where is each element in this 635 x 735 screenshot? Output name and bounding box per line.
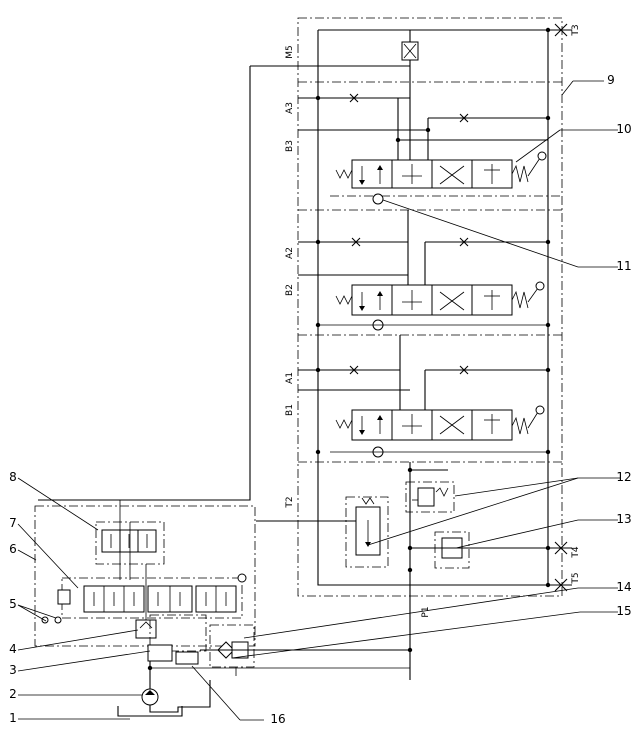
port-label-b1: B1 xyxy=(285,404,295,416)
relief-valve-12b xyxy=(345,496,389,568)
leader-lines xyxy=(17,80,620,721)
callout-3: 3 xyxy=(9,663,17,677)
port-label-a3: A3 xyxy=(285,102,295,114)
port-label-t5: T5 xyxy=(571,572,581,584)
port-label-t2: T2 xyxy=(285,496,295,508)
callout-6: 6 xyxy=(9,542,17,556)
pilot-valve-8 xyxy=(101,529,157,553)
port-label-t3: T3 xyxy=(571,24,581,36)
callout-4: 4 xyxy=(9,642,17,656)
orifice-a3 xyxy=(349,93,359,103)
callout-7: 7 xyxy=(9,516,17,530)
orifice-b2 xyxy=(459,237,469,247)
directional-valve-2 xyxy=(335,281,545,316)
gauge-return-line xyxy=(38,66,251,501)
port-label-a1: A1 xyxy=(285,372,295,384)
orifice-b1 xyxy=(459,365,469,375)
callout-14: 14 xyxy=(616,580,631,594)
relief-valve-4 xyxy=(135,619,157,639)
filter-3 xyxy=(147,644,199,665)
junction-dots xyxy=(147,27,551,671)
callout-12: 12 xyxy=(616,470,631,484)
pilot-valves-7 xyxy=(83,585,237,613)
directional-valve-1 xyxy=(335,405,545,441)
port-label-a2: A2 xyxy=(285,247,295,259)
pump-2 xyxy=(141,688,159,706)
port-label-b3: B3 xyxy=(285,140,295,152)
port-label-t4: T4 xyxy=(571,546,581,558)
callout-10: 10 xyxy=(616,122,631,136)
main-valve-block-outline xyxy=(297,17,563,597)
callout-9: 9 xyxy=(607,73,615,87)
callout-8: 8 xyxy=(9,470,17,484)
callout-5: 5 xyxy=(9,597,17,611)
callout-15: 15 xyxy=(616,604,631,618)
check-valve-11 xyxy=(372,193,384,205)
accumulator-5 xyxy=(41,589,71,624)
pressure-valve-13 xyxy=(434,531,470,569)
orifice-b3 xyxy=(459,113,469,123)
plug-t5 xyxy=(554,578,568,592)
callout-13: 13 xyxy=(616,512,631,526)
relief-valve-12a xyxy=(405,481,455,513)
callout-1: 1 xyxy=(9,711,17,725)
callout-2: 2 xyxy=(9,687,17,701)
orifice-a2 xyxy=(351,237,361,247)
directional-valve-3 xyxy=(335,151,547,189)
pilot-block-outline xyxy=(34,505,256,647)
tank-1 xyxy=(117,706,183,717)
port-label-b2: B2 xyxy=(285,284,295,296)
plug-t4 xyxy=(554,541,568,555)
callout-11: 11 xyxy=(616,259,631,273)
plug-t3 xyxy=(554,23,568,37)
port-label-m5: M5 xyxy=(285,45,295,59)
orifice-a1 xyxy=(349,365,359,375)
port-label-p1: P1 xyxy=(421,606,431,617)
callout-16: 16 xyxy=(270,712,285,726)
